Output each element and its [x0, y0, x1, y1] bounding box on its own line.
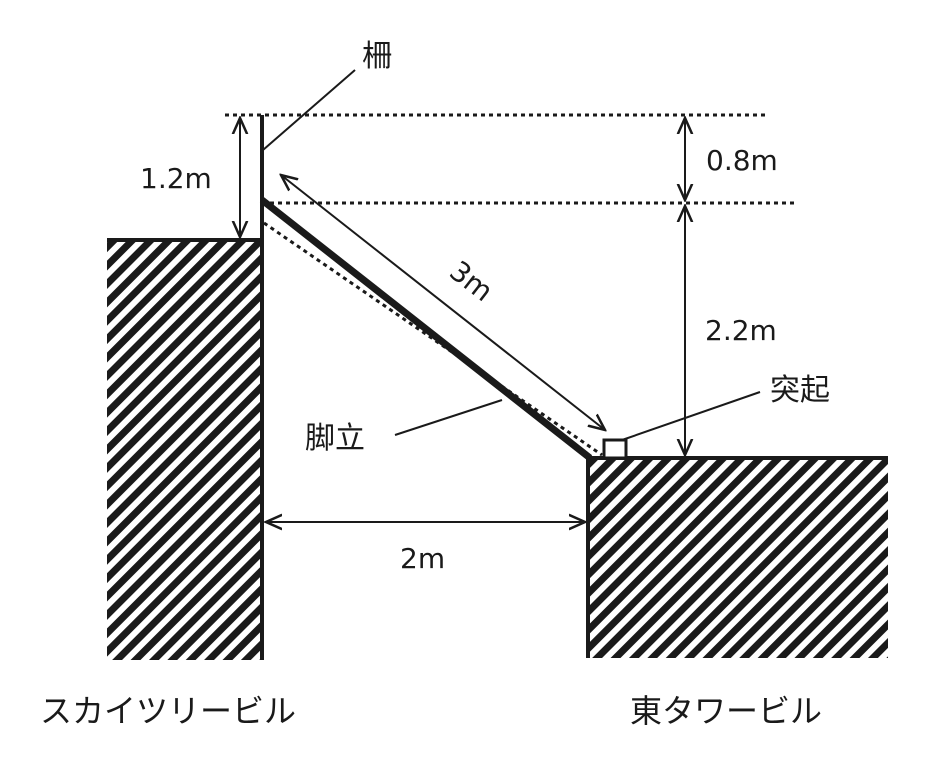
right-building-label: 東タワービル [630, 692, 822, 730]
protrusion-leader-line [621, 391, 761, 441]
ladder [259, 197, 593, 461]
fence-label: 柵 [362, 39, 392, 74]
fence-leader-line [262, 69, 356, 151]
ladder-length-arrow [281, 175, 605, 430]
height-to-protrusion-label: 2.2m [705, 314, 777, 347]
right-building [586, 456, 888, 658]
protrusion-block [602, 438, 628, 460]
fence-height-label: 1.2m [140, 162, 212, 195]
ladder-label: 脚立 [305, 421, 365, 456]
ladder-length-label: 3m [443, 254, 499, 308]
top-gap-label: 0.8m [706, 144, 778, 177]
left-building-label: スカイツリービル [40, 692, 296, 730]
protrusion-label: 突起 [770, 373, 830, 408]
building-gap-label: 2m [400, 542, 445, 575]
left-building [107, 238, 264, 660]
ladder-leader-line [394, 399, 503, 436]
